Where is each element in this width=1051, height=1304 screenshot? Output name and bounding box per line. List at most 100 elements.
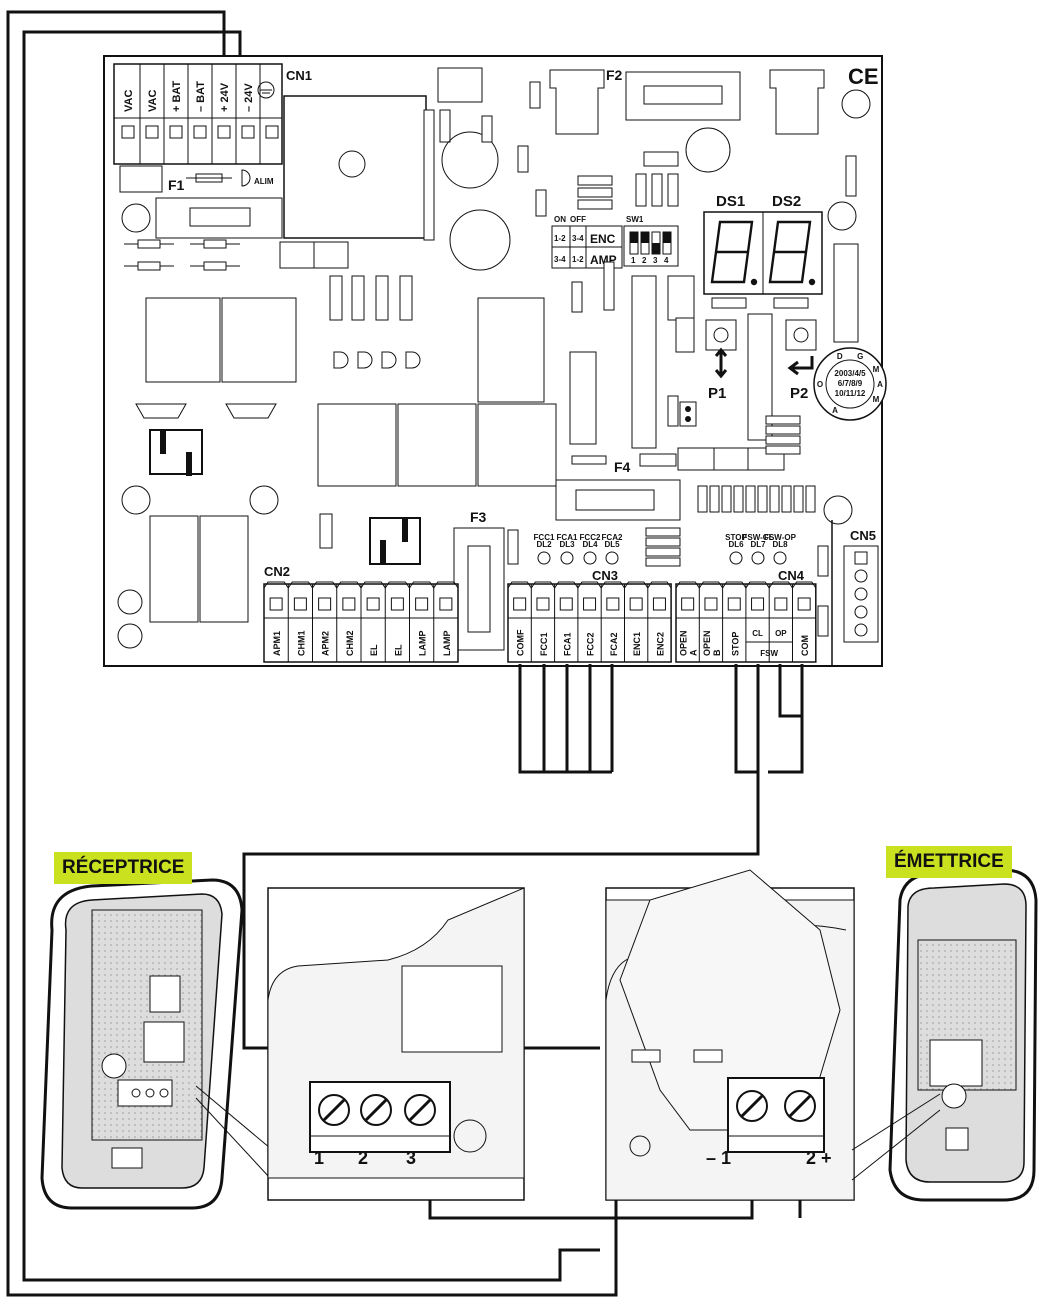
terminal-label: LAMP	[442, 631, 452, 657]
cn2-label: CN2	[264, 564, 290, 579]
ds2-label: DS2	[772, 193, 801, 210]
status-led-icon	[583, 551, 597, 565]
cn1-terminal-label: VAC	[147, 90, 159, 112]
led-code: DL3	[559, 540, 575, 549]
terminal-screw[interactable]	[727, 597, 741, 611]
terminal-screw[interactable]	[797, 597, 811, 611]
transmitter-title: ÉMETTRICE	[886, 846, 1012, 878]
dip-row-b: 1-2	[572, 255, 584, 264]
led-icon	[381, 351, 397, 369]
cn5-label: CN5	[850, 528, 876, 543]
cn1-screw[interactable]	[241, 125, 255, 139]
terminal-screw[interactable]	[390, 597, 404, 611]
terminal-label: OPEN	[702, 630, 712, 656]
dial-letter: M	[873, 395, 880, 404]
terminal-screw[interactable]	[415, 597, 429, 611]
ground-icon	[257, 81, 275, 99]
off-label: OFF	[570, 215, 586, 224]
terminal-label: ENC1	[632, 632, 642, 656]
dip-row-a: 3-4	[554, 255, 566, 264]
terminal-label: EL	[369, 644, 379, 656]
status-led-icon	[729, 551, 743, 565]
cn1-screw[interactable]	[145, 125, 159, 139]
terminal-screw[interactable]	[318, 597, 332, 611]
p1-button[interactable]	[705, 319, 737, 351]
terminal-screw[interactable]	[366, 597, 380, 611]
led-code: DL5	[604, 540, 620, 549]
f2-label: F2	[606, 67, 623, 83]
terminal-label: FCA2	[609, 632, 619, 656]
receiver-terminal-number: 1	[314, 1148, 324, 1168]
dial-letter: M	[873, 365, 880, 374]
cn1-screw[interactable]	[193, 125, 207, 139]
p2-label: P2	[790, 385, 808, 402]
terminal-screw[interactable]	[681, 597, 695, 611]
terminal-screw[interactable]	[606, 597, 620, 611]
dial-years: 2003/4/5	[834, 369, 866, 378]
terminal-label: APM1	[272, 631, 282, 656]
transmitter-terminal-number: 2 +	[806, 1148, 832, 1168]
transmitter-terminal-number: – 1	[706, 1148, 731, 1168]
cn1-terminal-label: + BAT	[171, 80, 183, 112]
led-icon	[405, 351, 421, 369]
terminal-label: APM2	[321, 631, 331, 656]
terminal-label: CL	[752, 629, 763, 638]
f3-label: F3	[470, 509, 487, 525]
cn5-pin	[854, 587, 868, 601]
terminal-label: OP	[775, 629, 787, 638]
led-code: DL8	[772, 540, 788, 549]
dial-years: 6/7/8/9	[838, 379, 863, 388]
terminal-screw[interactable]	[704, 597, 718, 611]
transmitter-device	[851, 868, 1038, 1202]
terminal-label: B	[712, 649, 722, 656]
terminal-screw[interactable]	[629, 597, 643, 611]
cn1-label: CN1	[286, 68, 312, 83]
terminal-screw[interactable]	[751, 597, 765, 611]
sw1-label: SW1	[626, 215, 644, 224]
capacitor	[449, 209, 511, 271]
terminal-screw[interactable]	[536, 597, 550, 611]
led-code: DL4	[582, 540, 598, 549]
terminal-label: LAMP	[418, 631, 428, 657]
terminal-screw[interactable]	[652, 597, 666, 611]
terminal-label: COM	[800, 635, 810, 656]
led-label: FCA2	[602, 533, 623, 542]
p2-button[interactable]	[785, 319, 817, 351]
terminal-label: A	[689, 649, 699, 656]
terminal-screw[interactable]	[513, 597, 527, 611]
cn1-screw[interactable]	[121, 125, 135, 139]
terminal-screw[interactable]	[439, 597, 453, 611]
cn1-screw[interactable]	[265, 125, 279, 139]
led-code: DL6	[728, 540, 744, 549]
transformer	[283, 95, 427, 239]
terminal-screw[interactable]	[342, 597, 356, 611]
terminal-label: FCC1	[539, 632, 549, 656]
terminal-screw[interactable]	[269, 597, 283, 611]
led-label: FSW-CL	[743, 533, 774, 542]
dial-years: 10/11/12	[835, 389, 866, 398]
terminal-screw[interactable]	[559, 597, 573, 611]
alim-led-icon	[241, 169, 251, 187]
year-dial	[813, 347, 887, 421]
led-icon	[333, 351, 349, 369]
status-led-icon	[560, 551, 574, 565]
cn1-terminal-label: – BAT	[195, 81, 207, 112]
p1-label: P1	[708, 385, 726, 402]
power-wires	[6, 10, 618, 1297]
terminal-screw[interactable]	[583, 597, 597, 611]
terminal-screw[interactable]	[774, 597, 788, 611]
terminal-label: CHM1	[296, 630, 306, 656]
terminal-screw[interactable]	[293, 597, 307, 611]
f4-label: F4	[614, 459, 631, 475]
status-led-icon	[605, 551, 619, 565]
cn1-terminal-label: – 24V	[243, 83, 255, 112]
terminal-label: CHM2	[345, 630, 355, 656]
cn1-screw[interactable]	[169, 125, 183, 139]
cn1-screw[interactable]	[217, 125, 231, 139]
dip-number: 4	[664, 256, 669, 265]
terminal-label: FCC2	[586, 632, 596, 656]
terminal-label: EL	[393, 644, 403, 656]
dip-number: 3	[653, 256, 658, 265]
